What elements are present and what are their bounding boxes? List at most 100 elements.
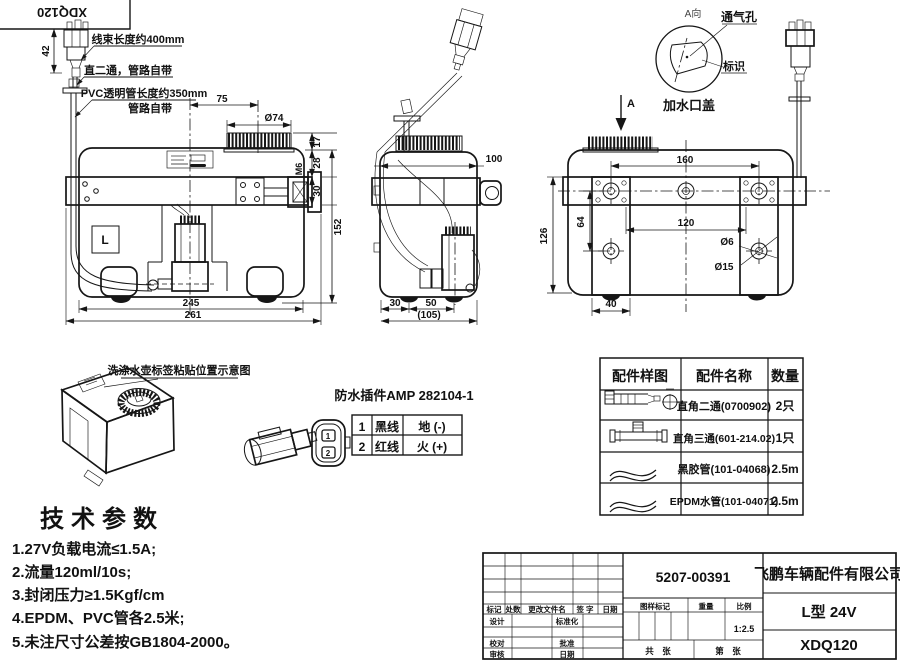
cap-detail-caption: 加水口盖 [662,98,715,113]
part-row3-name: 黑胶管(101-04068) [678,462,771,476]
tank-body-front [78,147,305,298]
dim-100: 100 [374,154,503,169]
dim-126-text: 126 [539,227,550,244]
rev-col-file: 更改文件名 [528,604,566,614]
side-view: 100 30 50 (105) [371,8,503,325]
dim-245: 245 [78,298,304,313]
cap-detail-view-label: A向 [685,7,702,20]
dim-d6-text: Ø6 [720,237,734,248]
rev-col-date: 日期 [603,604,618,614]
dim-42-text: 42 [41,45,52,57]
pin-row1-no: 1 [359,420,366,434]
dim-28-text: 28 [312,157,323,169]
tank-feet-front [100,266,284,303]
dim-100-text: 100 [486,154,503,165]
connector-face-view: 1 2 [311,419,351,467]
connector-pin1-digit: 1 [326,432,331,441]
field-standardization: 标准化 [555,616,579,626]
part-glyph-elbow [604,388,678,410]
cap-detail-vent-label: 通气孔 [721,9,757,24]
pump-front [146,203,228,292]
mounting-band-rear [562,176,807,296]
part-row1-name: 直角二通(0700902) [677,399,771,413]
dim-120-text: 120 [678,218,695,229]
filler-cap-side [395,135,463,152]
dim-40: 40 [591,298,631,316]
parts-header-name: 配件名称 [696,368,752,384]
product-model: L型 24V [801,603,856,621]
dim-261: 261 [65,208,322,325]
rev-col-mark: 标记 [486,604,502,614]
scale-value: 1:2.5 [734,624,755,634]
side-connector [449,8,484,71]
pump-side [419,222,481,305]
mounting-band-front: M6 [65,163,322,213]
view-arrow-a: A [615,95,635,131]
dim-64: 64 [576,190,602,252]
field-check: 校对 [490,638,505,648]
product-code: XDQ120 [800,637,858,654]
drawing-number: 5207-00391 [656,569,731,585]
tech-param-4: 4.EPDM、PVC管各2.5米; [12,609,185,627]
filler-cap-front [189,98,295,315]
pin-row1-polarity: 地 (-) [418,419,445,434]
rear-view: A 160 120 [539,19,830,316]
note-pvc-tube: PVC透明管长度约350mm 管路自带 [74,86,208,118]
label-diagram-caption: 洗涤水壶标签粘贴位置示意图 [108,363,251,377]
tech-param-3: 3.封闭压力≥1.5Kgf/cm [12,586,164,604]
sheet-number: 第 张 [715,646,741,656]
part-row2-name: 直角三通(601-214.02) [673,432,775,445]
company-block: 飞鹏车辆配件有限公司 L型 24V XDQ120 [754,565,900,654]
front-view: 42 线束长度约400mm 直二通，管路自带 PVC透明管长度约350mm 管路… [41,19,344,325]
part-glyph-tee [609,421,668,443]
corner-stamp-text: XDQ120 [37,5,87,20]
connector-pin2-digit: 2 [326,449,331,458]
dim-75: 75 [189,94,259,108]
part-glyph-epdm-hose [609,500,657,513]
dim-17-text: 17 [312,136,323,148]
label-position-diagram: 洗涤水壶标签粘贴位置示意图 [60,363,251,487]
part-row2-qty: 1只 [776,431,795,445]
tech-params: 技术参数 1.27V负载电流≤1.5A; 2.流量120ml/10s; 3.封闭… [12,505,239,651]
field-review: 审核 [490,649,505,659]
dim-64-text: 64 [576,216,587,228]
rear-harness [785,19,815,178]
dim-160: 160 [610,155,760,181]
connector-3d-view [243,426,318,466]
tech-param-1: 1.27V负载电流≤1.5A; [12,540,156,558]
dim-d74: Ø74 [226,113,292,132]
part-row4-name: EPDM水管(101-04071) [670,495,779,508]
part-row1-qty: 2只 [776,399,795,413]
dim-40-text: 40 [605,299,617,310]
pin-row1-wire: 黑线 [375,419,399,434]
parts-header-qty: 数量 [771,368,799,384]
mounting-band-side [371,177,502,253]
field-date: 日期 [560,649,575,659]
spec-label [166,150,214,169]
drawing-number-block: 5207-00391 图样标记 重量 比例 1:2.5 共 张 第 张 [623,569,763,659]
parts-header-sample: 配件样图 [612,368,668,384]
note-elbow: 直二通，管路自带 [76,63,173,86]
dim-30s-text: 30 [389,298,401,309]
scale-label: 比例 [737,601,752,611]
tank-body-side [379,151,478,298]
mounting-holes [598,178,772,264]
field-design: 设计 [490,616,505,626]
field-approve: 批准 [560,638,575,648]
note-pvc-line1: PVC透明管长度约350mm [81,86,208,100]
tank-body-rear [567,149,794,296]
pin-row2-wire: 红线 [375,439,399,454]
waterproof-connector-detail: 防水插件AMP 282104-1 1 2 1 黑线 地 (-) 2 [243,388,474,467]
pin-row2-no: 2 [359,440,366,454]
dim-245-text: 245 [183,298,200,309]
pin-row2-polarity: 火 (+) [417,440,447,454]
dim-30-text: 30 [312,185,323,197]
harness-connector [62,19,155,292]
tech-param-5: 5.未注尺寸公差按GB1804-2000。 [12,633,239,651]
note-elbow-text: 直二通，管路自带 [84,63,172,77]
tank-letter-text: L [101,233,108,247]
note-pvc-line2: 管路自带 [128,101,172,115]
connector-pin-table: 1 黑线 地 (-) 2 红线 火 (+) [351,414,463,456]
